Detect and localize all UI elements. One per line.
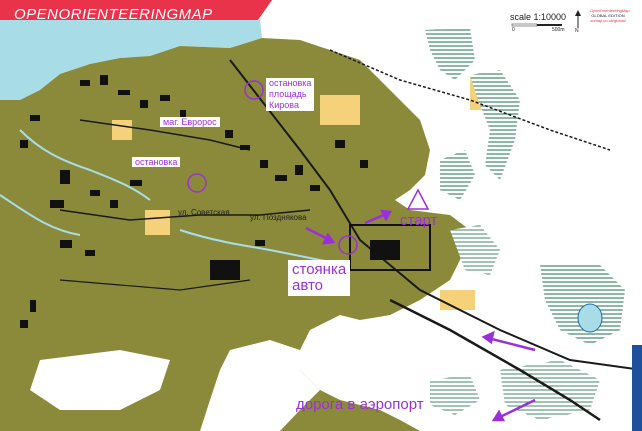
label-stop: остановка — [132, 157, 181, 167]
label-airport-road: дорога в аэропорт — [296, 396, 424, 413]
control-circle-icon[interactable] — [187, 173, 207, 193]
control-circle-icon[interactable] — [244, 80, 264, 100]
small-lake — [577, 303, 603, 333]
scale-zero: 0 — [512, 27, 515, 33]
marsh-area — [450, 225, 500, 275]
label-stop-kirov-line: остановка — [269, 78, 312, 88]
corner-brand-line: OpenOrienteeringMap — [590, 8, 630, 13]
control-circle-icon[interactable] — [338, 235, 358, 255]
label-street-pozdnyakova: ул. Позднякова — [250, 213, 307, 222]
stream — [19, 129, 151, 201]
marsh-area — [440, 150, 475, 200]
scale-unit: 500m — [552, 27, 565, 33]
corner-brand-line: GLOBAL EDITION — [591, 13, 625, 18]
marsh-area — [470, 70, 520, 180]
lake-water — [0, 20, 262, 104]
label-parking-line: авто — [292, 277, 324, 294]
start-triangle-icon[interactable] — [406, 188, 430, 210]
railway — [329, 49, 611, 151]
open-land-bottom — [200, 340, 320, 431]
road — [59, 279, 251, 291]
header-band — [0, 0, 272, 20]
scale-bar — [511, 23, 562, 27]
scale-label: scale 1:10000 — [510, 12, 567, 22]
yellow-patch — [440, 290, 475, 310]
brand-title: OPENORIENTEERINGMAP — [14, 6, 213, 23]
airport-road — [389, 298, 601, 422]
road — [59, 209, 311, 221]
label-shop: маг. Евророс — [160, 117, 220, 127]
yellow-patch — [145, 210, 170, 235]
label-stop-kirov: остановка площадь Кирова — [266, 78, 315, 111]
road — [229, 59, 642, 371]
yellow-patch — [320, 95, 360, 125]
marsh-area — [425, 28, 475, 80]
marsh-area — [430, 375, 480, 415]
north-letter: N — [575, 28, 579, 34]
road — [79, 119, 251, 151]
corner-brand: OpenOrienteeringMap GLOBAL EDITION oomap… — [590, 8, 630, 23]
buildings — [20, 75, 431, 328]
marsh-area — [540, 265, 625, 345]
direction-arrow-icon — [305, 209, 536, 422]
stream — [0, 194, 81, 236]
stream — [179, 229, 331, 263]
label-street-sovetskaya: ул. Советская — [178, 208, 230, 217]
label-start: старт — [400, 212, 438, 229]
label-stop-kirov-line: Кирова — [269, 100, 299, 110]
label-stop-kirov-line: площадь — [269, 89, 307, 99]
label-parking-line: стоянка — [292, 261, 347, 278]
corner-band — [632, 345, 642, 431]
north-arrow-icon — [575, 10, 581, 28]
yellow-patch — [112, 120, 132, 140]
open-land-bottom-2 — [30, 350, 170, 410]
corner-brand-line: oomap.co.uk/global/ — [590, 18, 626, 23]
label-parking: стоянка авто — [288, 260, 351, 296]
